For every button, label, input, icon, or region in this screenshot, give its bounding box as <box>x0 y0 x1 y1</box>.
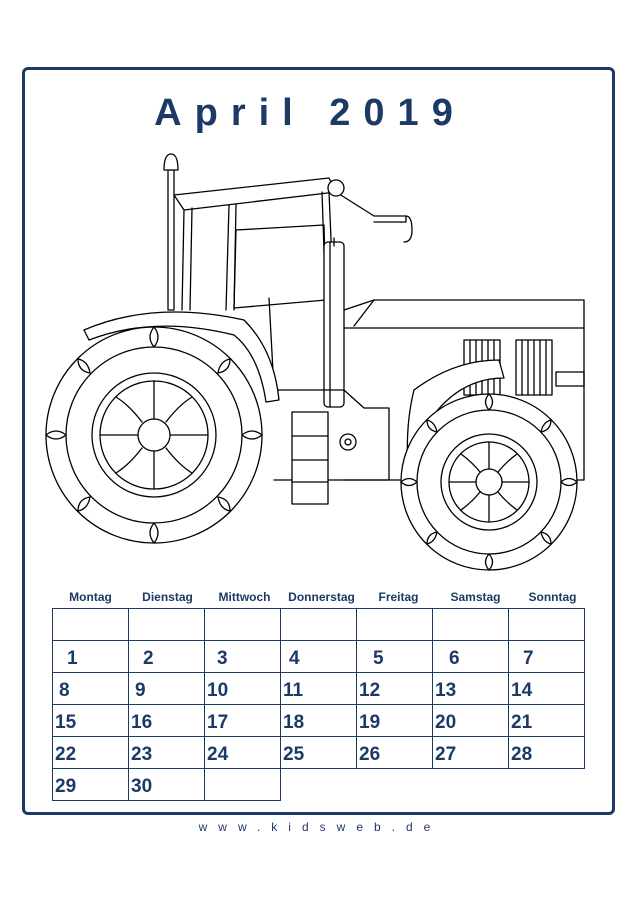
day-number: 30 <box>131 776 153 797</box>
day-cell: 24 <box>204 736 281 769</box>
day-cell: 5 <box>356 640 433 673</box>
day-number: 16 <box>131 712 153 733</box>
weekday-tuesday: Dienstag <box>142 590 193 604</box>
day-cell: 17 <box>204 704 281 737</box>
day-number: 10 <box>207 680 229 701</box>
day-cell: 20 <box>432 704 509 737</box>
day-cell: 8 <box>52 672 129 705</box>
day-cell: 27 <box>432 736 509 769</box>
empty-cell <box>357 769 433 801</box>
tractor-coloring-illustration <box>45 153 585 571</box>
day-number: 22 <box>55 744 77 765</box>
day-number: 1 <box>67 648 78 669</box>
day-number: 29 <box>55 776 77 797</box>
day-number: 15 <box>55 712 77 733</box>
day-number: 8 <box>59 680 70 701</box>
day-cell: 1 <box>52 640 129 673</box>
day-number: 23 <box>131 744 153 765</box>
day-number: 14 <box>511 680 533 701</box>
day-cell: 11 <box>280 672 357 705</box>
day-cell <box>204 768 281 801</box>
day-number: 2 <box>143 648 154 669</box>
day-number: 11 <box>283 680 304 701</box>
day-number: 21 <box>511 712 533 733</box>
day-number: 12 <box>359 680 381 701</box>
day-cell: 15 <box>52 704 129 737</box>
day-cell <box>432 608 509 641</box>
day-cell: 6 <box>432 640 509 673</box>
calendar-week-row: 29 30 <box>52 768 585 801</box>
day-cell <box>508 608 585 641</box>
calendar-frame <box>22 67 615 815</box>
weekday-header: Montag Dienstag Mittwoch Donnerstag Frei… <box>52 590 590 608</box>
day-number: 27 <box>435 744 457 765</box>
empty-cell <box>509 769 585 801</box>
day-cell: 28 <box>508 736 585 769</box>
day-cell: 2 <box>128 640 205 673</box>
day-number: 18 <box>283 712 305 733</box>
day-cell: 9 <box>128 672 205 705</box>
day-number: 3 <box>217 648 228 669</box>
day-cell: 3 <box>204 640 281 673</box>
day-cell: 22 <box>52 736 129 769</box>
day-cell: 4 <box>280 640 357 673</box>
day-number: 26 <box>359 744 381 765</box>
day-cell: 29 <box>52 768 129 801</box>
day-cell: 10 <box>204 672 281 705</box>
calendar-week-row: 15 16 17 18 19 20 21 <box>52 704 585 737</box>
website-footer: www.kidsweb.de <box>198 820 442 834</box>
day-number <box>205 797 280 800</box>
calendar-week-row: 8 9 10 11 12 13 14 <box>52 672 585 705</box>
day-number: 13 <box>435 680 457 701</box>
day-cell: 26 <box>356 736 433 769</box>
day-number: 20 <box>435 712 457 733</box>
weekday-wednesday: Mittwoch <box>218 590 271 604</box>
calendar-grid: 1 2 3 4 5 6 7 8 9 10 11 12 13 14 15 16 1… <box>52 608 585 801</box>
day-number: 17 <box>207 712 229 733</box>
weekday-sunday: Sonntag <box>528 590 577 604</box>
calendar-week-row <box>52 608 585 641</box>
day-cell: 23 <box>128 736 205 769</box>
day-cell: 18 <box>280 704 357 737</box>
calendar-week-row: 1 2 3 4 5 6 7 <box>52 640 585 673</box>
day-cell <box>280 608 357 641</box>
day-cell: 19 <box>356 704 433 737</box>
day-cell <box>356 608 433 641</box>
weekday-saturday: Samstag <box>450 590 501 604</box>
day-cell: 14 <box>508 672 585 705</box>
day-cell <box>128 608 205 641</box>
day-number: 24 <box>207 744 229 765</box>
calendar-week-row: 22 23 24 25 26 27 28 <box>52 736 585 769</box>
weekday-thursday: Donnerstag <box>288 590 355 604</box>
day-number: 6 <box>449 648 460 669</box>
day-cell: 12 <box>356 672 433 705</box>
weekday-monday: Montag <box>69 590 112 604</box>
day-cell <box>52 608 129 641</box>
day-cell: 7 <box>508 640 585 673</box>
day-cell: 13 <box>432 672 509 705</box>
day-cell: 25 <box>280 736 357 769</box>
day-cell: 21 <box>508 704 585 737</box>
day-number: 7 <box>523 648 534 669</box>
day-number: 5 <box>373 648 384 669</box>
page-title: April 2019 <box>154 92 466 134</box>
day-number: 9 <box>135 680 146 701</box>
day-number: 19 <box>359 712 381 733</box>
weekday-friday: Freitag <box>378 590 419 604</box>
day-cell: 30 <box>128 768 205 801</box>
day-number: 4 <box>289 648 300 669</box>
day-number: 28 <box>511 744 533 765</box>
day-cell <box>204 608 281 641</box>
empty-cell <box>281 769 357 801</box>
empty-cell <box>433 769 509 801</box>
day-cell: 16 <box>128 704 205 737</box>
day-number: 25 <box>283 744 305 765</box>
